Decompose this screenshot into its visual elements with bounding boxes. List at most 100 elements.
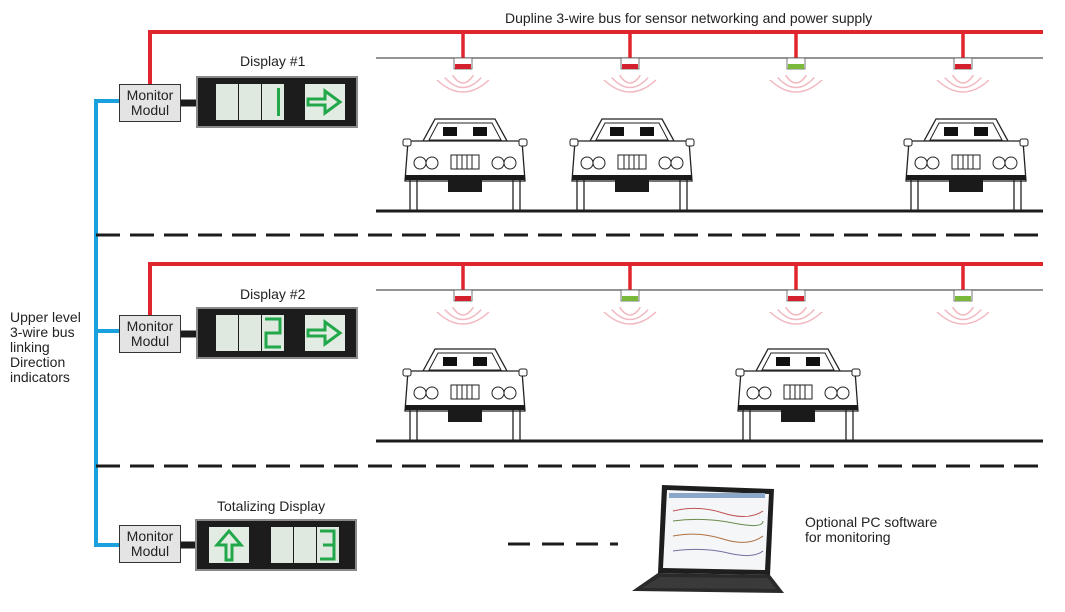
car-headlight (914, 156, 928, 170)
car-headlight (836, 386, 850, 400)
sensor-led-occupied (622, 64, 638, 69)
car-headlight (992, 156, 1006, 170)
car-wheels (742, 410, 854, 441)
monitor-module-1[interactable]: Monitor Modul (119, 84, 181, 122)
digit-cell (239, 84, 261, 120)
arrow-box (305, 84, 345, 120)
upper-bus-line (94, 99, 120, 547)
car-wheels (409, 180, 521, 211)
car (569, 118, 695, 211)
monitor-label: Modul (130, 543, 170, 559)
dupline-bus-title: Dupline 3-wire bus for sensor networking… (505, 10, 873, 26)
digit-3 (320, 529, 336, 561)
car-bumper (906, 175, 1026, 180)
monitor-module-totalizing[interactable]: Monitor Modul (119, 525, 181, 563)
ultrasonic-wave (951, 74, 975, 84)
ultrasonic-wave (436, 311, 490, 325)
ultrasonic-wave (436, 79, 490, 93)
ultrasonic-wave (444, 309, 482, 321)
ultrasonic-wave (784, 74, 808, 84)
laptop-image (632, 485, 784, 593)
car-seat (640, 127, 654, 136)
sensor-led-free (788, 64, 804, 69)
car-headlight (425, 386, 439, 400)
ultrasonic-wave (944, 77, 982, 89)
car-headlight (824, 386, 838, 400)
car-headlight (503, 156, 517, 170)
car (735, 348, 861, 441)
arrow-up-icon (213, 528, 245, 562)
digit-1 (277, 88, 280, 116)
digit-cell (216, 315, 238, 351)
pc-software-label: Optional PC software for monitoring (805, 515, 937, 545)
sensor-led-occupied (788, 296, 804, 301)
car (402, 118, 528, 211)
monitor-label: Monitor (126, 528, 174, 544)
monitor-label: Modul (130, 333, 170, 349)
car-seat (473, 357, 487, 366)
digit-cell (216, 84, 238, 120)
totalizing-display-title: Totalizing Display (217, 498, 326, 514)
car-mirror (402, 138, 412, 147)
ultrasonic-wave (451, 306, 475, 316)
car-grille (783, 384, 813, 400)
monitor-module-2[interactable]: Monitor Modul (119, 315, 181, 353)
car-mirror (1019, 138, 1029, 147)
car-seat (806, 357, 820, 366)
sensor-led-free (622, 296, 638, 301)
car-seat (776, 357, 790, 366)
display-1 (196, 76, 358, 128)
car-mirror (518, 368, 528, 377)
display-2 (196, 307, 358, 359)
car-windshield (428, 352, 502, 371)
car-grille (617, 154, 647, 170)
car-headlight (926, 156, 940, 170)
pc-label-line: for monitoring (805, 529, 891, 545)
car-headlight (491, 156, 505, 170)
car-bumper (405, 175, 525, 180)
car-headlight (413, 156, 427, 170)
upper-bus-label-line: Direction (10, 354, 66, 370)
ultrasonic-wave (611, 309, 649, 321)
car-headlight (503, 386, 517, 400)
car-bumper (738, 405, 858, 410)
car-headlight (592, 156, 606, 170)
car-windshield (929, 122, 1003, 141)
ultrasonic-wave (618, 306, 642, 316)
monitor-label: Monitor (126, 87, 174, 103)
car-license-plate (615, 180, 649, 192)
ultrasonic-wave (611, 77, 649, 89)
car (402, 348, 528, 441)
ultrasonic-wave (603, 79, 657, 93)
car-headlight (491, 386, 505, 400)
digit-cell (271, 527, 293, 563)
upper-bus-label-line: indicators (10, 369, 70, 385)
car-seat (944, 127, 958, 136)
ultrasonic-wave (777, 77, 815, 89)
digit-cell (262, 315, 284, 351)
car-mirror (851, 368, 861, 377)
upper-bus-label-line: Upper level (10, 309, 81, 325)
digit-cell (294, 527, 316, 563)
car-seat (443, 357, 457, 366)
car-headlight (425, 156, 439, 170)
pc-label-line: Optional PC software (805, 514, 938, 530)
car-bumper (405, 405, 525, 410)
car-headlight (758, 386, 772, 400)
car-headlight (580, 156, 594, 170)
car-grille (450, 384, 480, 400)
car-mirror (903, 138, 913, 147)
car-headlight (413, 386, 427, 400)
digit-2 (264, 317, 282, 349)
display-1-title: Display #1 (240, 53, 306, 69)
car-headlight (1004, 156, 1018, 170)
car-seat (974, 127, 988, 136)
ultrasonic-wave (777, 309, 815, 321)
ultrasonic-wave (936, 311, 990, 325)
sensor-led-occupied (455, 296, 471, 301)
ultrasonic-wave (951, 306, 975, 316)
car-license-plate (448, 410, 482, 422)
ultrasonic-wave (944, 309, 982, 321)
upper-bus-label: Upper level 3-wire bus linking Direction… (10, 310, 81, 385)
